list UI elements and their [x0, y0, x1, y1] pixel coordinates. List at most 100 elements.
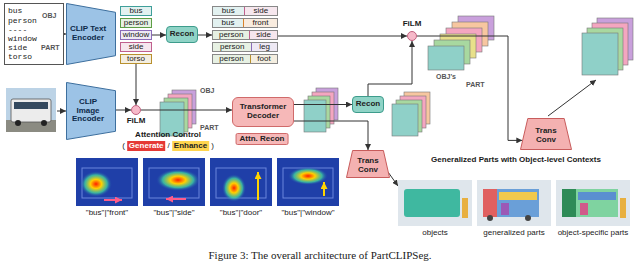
part-mask — [501, 203, 509, 215]
input-arrow — [57, 111, 66, 112]
control-arrow — [257, 172, 259, 200]
node-text: person — [8, 16, 37, 25]
group-tag: PART — [200, 124, 219, 132]
token-box: window — [120, 30, 152, 40]
node-text: Trans Conv — [525, 127, 567, 145]
output-arrow — [388, 172, 398, 186]
recon-box: Recon — [352, 96, 384, 113]
group-tag: PART — [466, 81, 485, 89]
transconv-outline — [347, 151, 390, 178]
transconv-block: Trans Conv — [520, 118, 572, 150]
annotation: objects — [422, 228, 447, 238]
film-label: FiLM — [403, 20, 422, 29]
feature-stack — [428, 16, 494, 70]
encoder-outline — [67, 4, 116, 65]
flow-arrow — [136, 64, 137, 105]
photo-wheel — [41, 120, 47, 126]
mode-chip: Enhance — [172, 141, 209, 151]
token-box: person — [120, 18, 152, 28]
heat-blob — [156, 169, 200, 191]
node-text: person — [213, 31, 249, 39]
part-mask — [499, 192, 537, 200]
heat-blob — [222, 174, 246, 202]
control-arrow — [104, 199, 122, 201]
token-pair-box: busside — [212, 6, 278, 16]
flow-arrow — [294, 121, 368, 150]
node-text: person — [213, 55, 250, 63]
feature-stack — [160, 90, 196, 136]
node-text: CLIP Text Encoder — [69, 25, 107, 43]
attention-heatmap — [76, 158, 138, 206]
part-mask — [483, 189, 497, 217]
heatmap-ground — [210, 158, 272, 206]
part-mask — [487, 215, 493, 221]
node-text: side — [8, 43, 27, 52]
flow-arrow — [417, 36, 522, 140]
photo-bus-window — [14, 102, 48, 109]
photo-sky — [6, 88, 56, 132]
photo-wheel — [15, 120, 21, 126]
annotation: object-specific parts — [558, 228, 629, 238]
attention-heatmap — [143, 158, 205, 206]
token-box: side — [120, 42, 152, 52]
node-text: side — [244, 7, 277, 15]
photo-bus — [11, 99, 51, 122]
input-photo — [6, 88, 56, 132]
film-circle: FiLM — [407, 31, 417, 41]
node-text: torso — [8, 52, 32, 61]
film-circle: FiLM — [131, 105, 141, 115]
node-outline — [407, 31, 417, 41]
part-mask — [525, 215, 531, 221]
node-text: bus — [213, 19, 243, 27]
annotation: ( — [122, 141, 125, 151]
attention-heatmap — [277, 158, 339, 206]
image-ground — [556, 180, 630, 226]
annotation: generalized parts — [483, 228, 544, 238]
encoder-block: CLIP Text Encoder — [66, 3, 116, 65]
feature-stack — [304, 88, 338, 132]
token-pair-box: busfront — [212, 18, 278, 28]
node-text: Recon — [170, 30, 194, 39]
control-arrow — [323, 182, 325, 196]
figure-caption: Figure 3: The overall architecture of Pa… — [0, 249, 640, 261]
segmentation-object-parts — [556, 180, 630, 226]
part-mask — [576, 189, 618, 217]
flow-arrow — [141, 110, 232, 111]
heat-blob — [288, 167, 328, 185]
part-mask — [580, 203, 588, 215]
segmentation-generalized-parts — [477, 180, 551, 226]
heatmap-ground — [76, 158, 138, 206]
token-box: bus — [120, 6, 152, 16]
group-tag: PART — [41, 44, 60, 52]
control-arrow — [166, 198, 186, 200]
node-text: bus — [130, 7, 143, 15]
token-pair-box: personleg — [212, 42, 278, 52]
node-text: ---- — [8, 25, 27, 34]
segmentation-objects — [398, 180, 472, 226]
flow-arrow — [294, 104, 352, 105]
annotation: Generalized Parts with Object-level Cont… — [431, 155, 601, 165]
decoder-block: Transformer Decoder — [232, 97, 294, 127]
annotation: / — [168, 141, 170, 151]
annotation: ) — [211, 141, 214, 151]
node-text: front — [243, 19, 277, 27]
group-tag: OBJ's — [436, 73, 456, 81]
image-ground — [477, 180, 551, 226]
feature-map — [392, 104, 418, 136]
heat-blob — [80, 171, 112, 197]
group-tag: OBJ — [200, 87, 214, 95]
node-text: window — [8, 34, 37, 43]
transconv-block: Trans Conv — [346, 150, 390, 178]
person-mask — [462, 198, 468, 218]
node-text: person — [213, 43, 251, 51]
heatmap-ground — [143, 158, 205, 206]
node-text: bus — [213, 7, 244, 15]
annotation: "bus"|"side" — [153, 208, 194, 218]
node-text: foot — [250, 55, 277, 63]
feature-stack — [392, 92, 430, 136]
flow-arrow — [198, 35, 212, 36]
group-tag: OBJ — [42, 12, 56, 20]
